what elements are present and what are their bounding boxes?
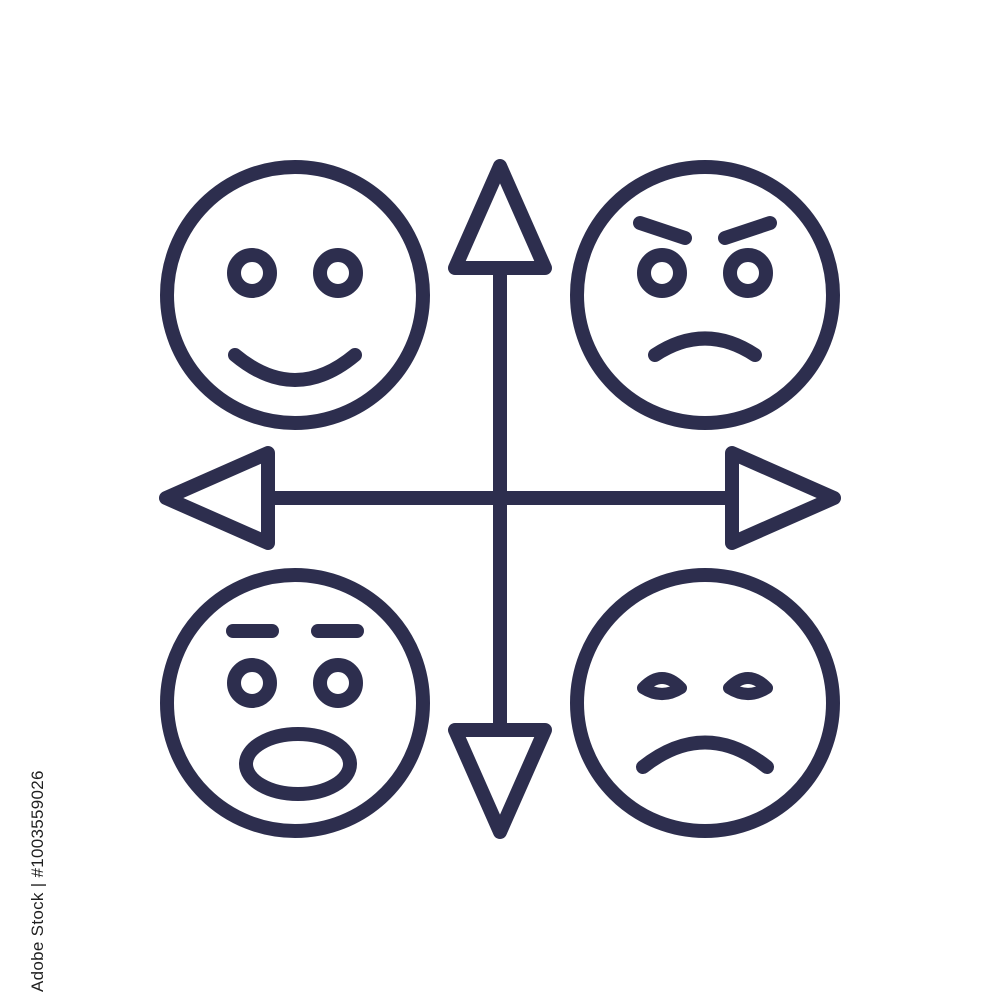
angry-face-icon	[570, 160, 840, 430]
axes-icon	[159, 159, 841, 839]
sad-face-icon	[570, 568, 840, 838]
stock-id-text: Adobe Stock | #1003559026	[28, 770, 46, 992]
surprised-face-icon	[160, 568, 430, 838]
happy-face-icon	[160, 160, 430, 430]
stock-id-watermark: Adobe Stock | #1003559026	[6, 742, 46, 1000]
horizontal-double-arrow-icon	[159, 446, 841, 550]
